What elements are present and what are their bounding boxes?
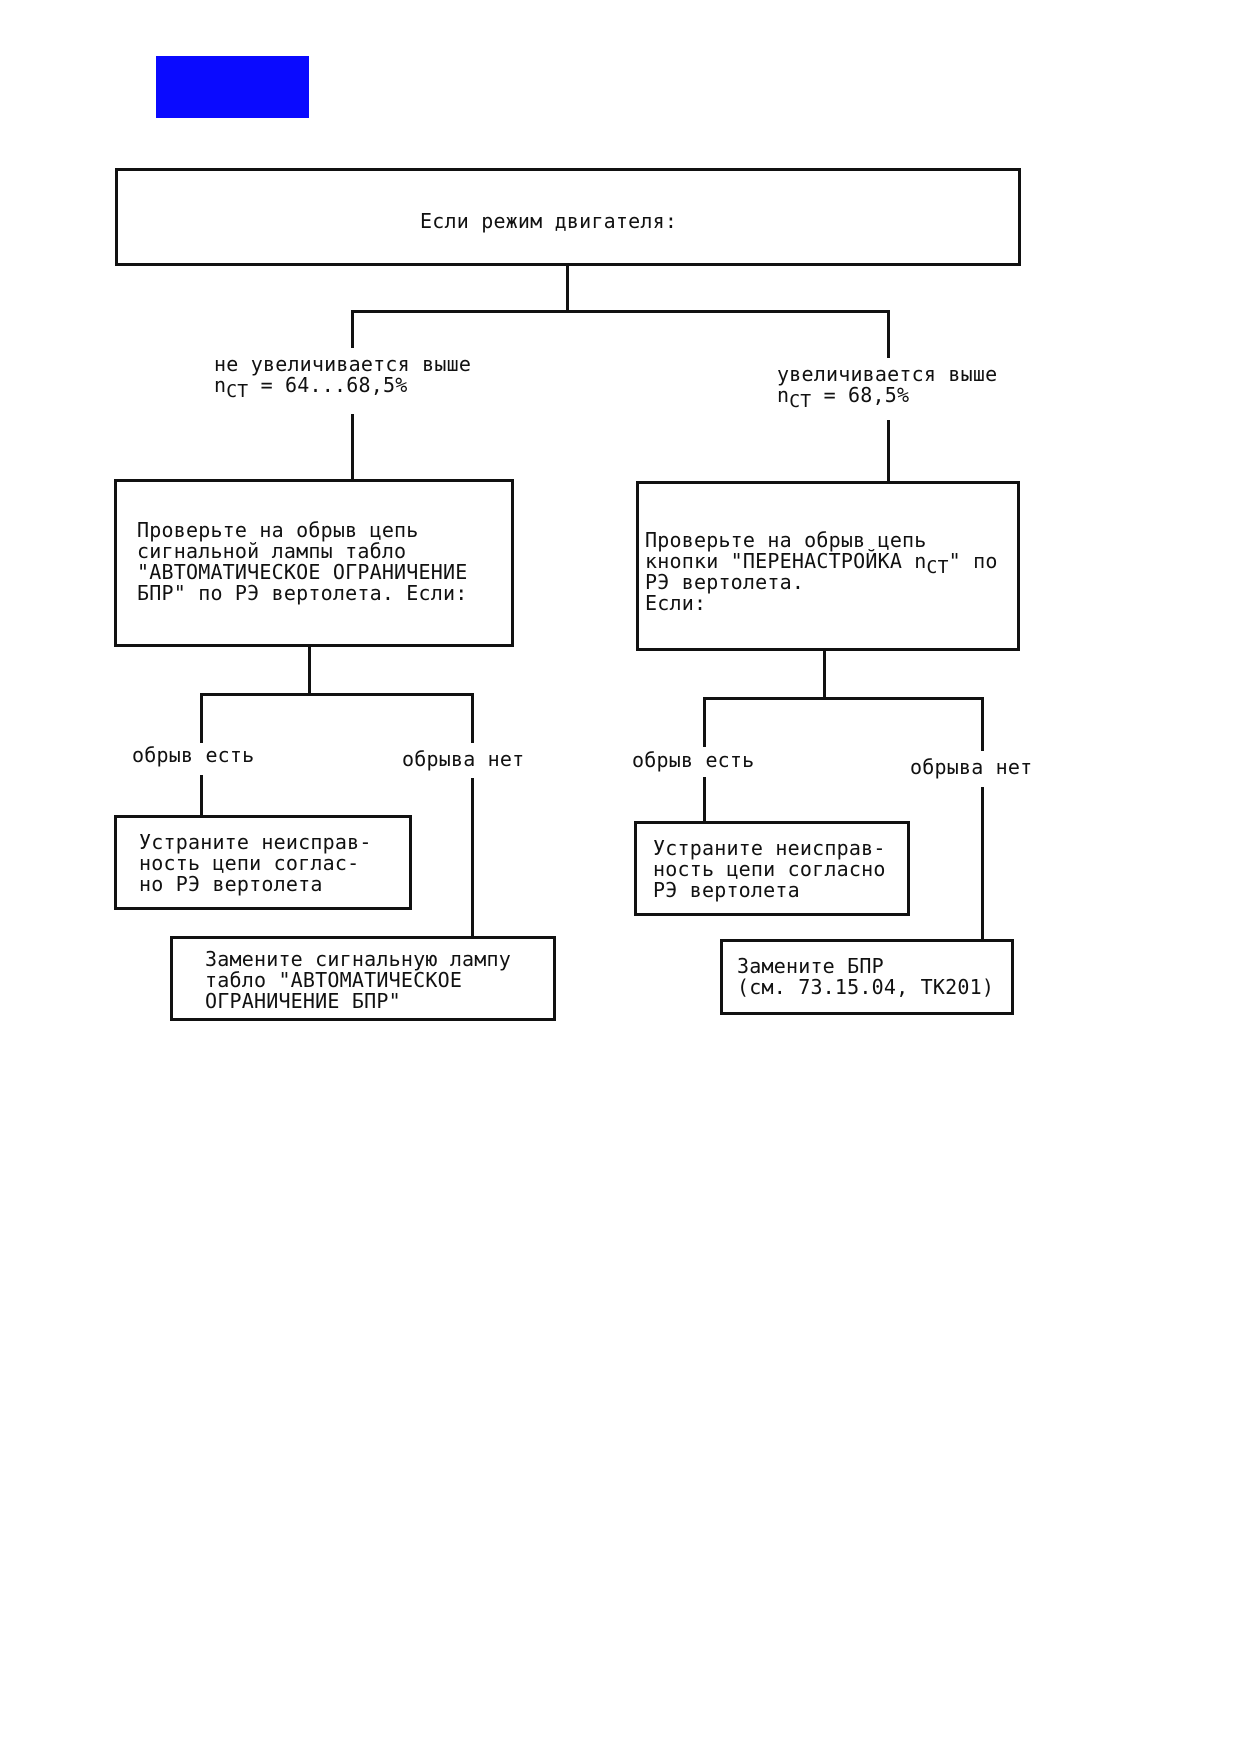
right-condition-n: n	[777, 383, 790, 407]
left-check-box: Проверьте на обрыв цепь сигнальной лампы…	[114, 479, 514, 647]
connector-right-no-down	[981, 697, 984, 751]
right-check-box: Проверьте на обрыв цепь кнопки "ПЕРЕНАСТ…	[636, 481, 1020, 651]
connector-right-yes-down	[703, 697, 706, 747]
right-check-line2: кнопки "ПЕРЕНАСТРОЙКА nСТ" по	[645, 549, 998, 579]
connector-right-sub-split	[703, 697, 984, 700]
right-action-no-box: Замените БПР (см. 73.15.04, ТК201)	[720, 939, 1014, 1015]
right-check-line2-pre: кнопки "ПЕРЕНАСТРОЙКА n	[645, 549, 927, 573]
right-check-line2-subscript: СТ	[926, 557, 949, 578]
connector-right-check-down	[823, 649, 826, 699]
left-condition-subscript: СТ	[226, 381, 249, 402]
connector-left-to-check	[351, 414, 354, 480]
right-action-yes-box: Устраните неисправ- ность цепи согласно …	[634, 821, 910, 916]
right-check-line2-post: " по	[948, 549, 998, 573]
left-check-text: Проверьте на обрыв цепь сигнальной лампы…	[137, 518, 468, 605]
right-action-yes-text: Устраните неисправ- ность цепи согласно …	[653, 836, 886, 902]
right-check-line4: Если:	[645, 591, 707, 615]
connector-left-sub-split	[200, 693, 474, 696]
connector-right-down	[887, 310, 890, 358]
connector-left-yes-down	[200, 693, 203, 743]
right-check-line3: РЭ вертолета.	[645, 570, 805, 594]
connector-left-no-to-action	[471, 778, 474, 940]
blue-marker-block	[156, 56, 309, 118]
connector-left-check-down	[308, 645, 311, 695]
connector-root-split	[351, 310, 890, 313]
right-condition-value: = 68,5%	[811, 383, 910, 407]
right-branch-no: обрыва нет	[910, 755, 1033, 779]
left-action-no-text: Замените сигнальную лампу табло "АВТОМАТ…	[205, 947, 512, 1013]
root-question: Если режим двигателя:	[420, 209, 678, 233]
left-condition-line1: не увеличивается выше	[214, 352, 472, 376]
connector-left-yes-to-action	[200, 775, 203, 817]
right-condition-line1: увеличивается выше	[777, 362, 998, 386]
left-branch-yes: обрыв есть	[132, 743, 255, 767]
left-condition-n: n	[214, 373, 227, 397]
root-box: Если режим двигателя:	[115, 168, 1021, 266]
connector-root-down	[566, 264, 569, 312]
right-action-no-text: Замените БПР (см. 73.15.04, ТК201)	[737, 954, 995, 999]
right-branch-yes: обрыв есть	[632, 748, 755, 772]
left-condition-formula: nСТ = 64...68,5%	[214, 373, 408, 403]
right-condition-subscript: СТ	[789, 391, 812, 412]
left-branch-no: обрыва нет	[402, 747, 525, 771]
connector-left-down	[351, 310, 354, 348]
right-condition-formula: nСТ = 68,5%	[777, 383, 910, 413]
left-action-yes-text: Устраните неисправ- ность цепи соглас- н…	[139, 830, 372, 896]
left-action-yes-box: Устраните неисправ- ность цепи соглас- н…	[114, 815, 412, 910]
connector-right-no-to-action	[981, 787, 984, 942]
connector-right-to-check	[887, 420, 890, 482]
right-check-line1: Проверьте на обрыв цепь	[645, 528, 927, 552]
left-condition-value: = 64...68,5%	[248, 373, 408, 397]
connector-right-yes-to-action	[703, 777, 706, 823]
connector-left-no-down	[471, 693, 474, 743]
left-action-no-box: Замените сигнальную лампу табло "АВТОМАТ…	[170, 936, 556, 1021]
